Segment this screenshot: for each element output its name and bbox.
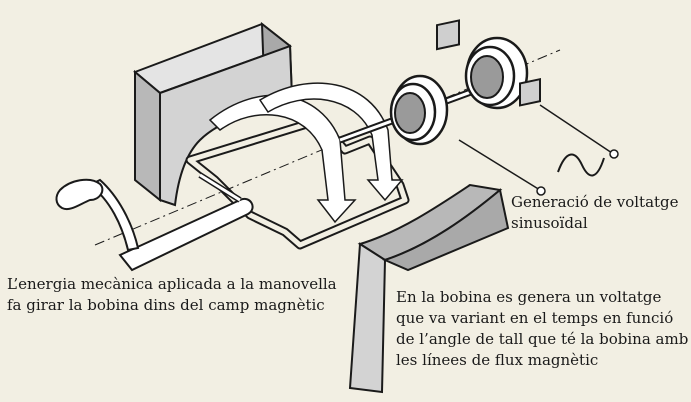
output-label: Generació de voltatge sinusoïdal	[511, 192, 679, 234]
crank-label: L’energia mecànica aplicada a la manovel…	[7, 274, 337, 316]
sine-wave-icon	[557, 153, 605, 177]
coil-label-line: En la bobina es genera un voltatge	[396, 288, 662, 306]
magnet-pole-right	[348, 183, 510, 394]
slip-ring-front	[389, 19, 460, 146]
output-wire-2	[539, 104, 613, 154]
crank-label-line: fa girar la bobina dins del camp magnèti…	[7, 296, 325, 314]
rotation-arrow-2	[258, 82, 404, 202]
coil-label-line: les línees de flux magnètic	[396, 351, 599, 369]
coil-label: En la bobina es genera un voltatge que v…	[396, 287, 688, 371]
output-wire-1	[458, 139, 541, 191]
coil-label-line: que va variant en el temps en funció	[396, 309, 674, 327]
output-terminal-2	[609, 149, 619, 159]
output-label-line: Generació de voltatge	[511, 193, 679, 211]
hand-crank	[55, 172, 254, 272]
output-label-line: sinusoïdal	[511, 214, 588, 232]
output-terminal-1	[536, 186, 546, 196]
slip-ring-back	[464, 36, 541, 110]
magnet-pole-left	[133, 21, 294, 207]
coil-label-line: de l’angle de tall que té la bobina amb	[396, 330, 689, 348]
crank-label-line: L’energia mecànica aplicada a la manovel…	[7, 275, 337, 293]
